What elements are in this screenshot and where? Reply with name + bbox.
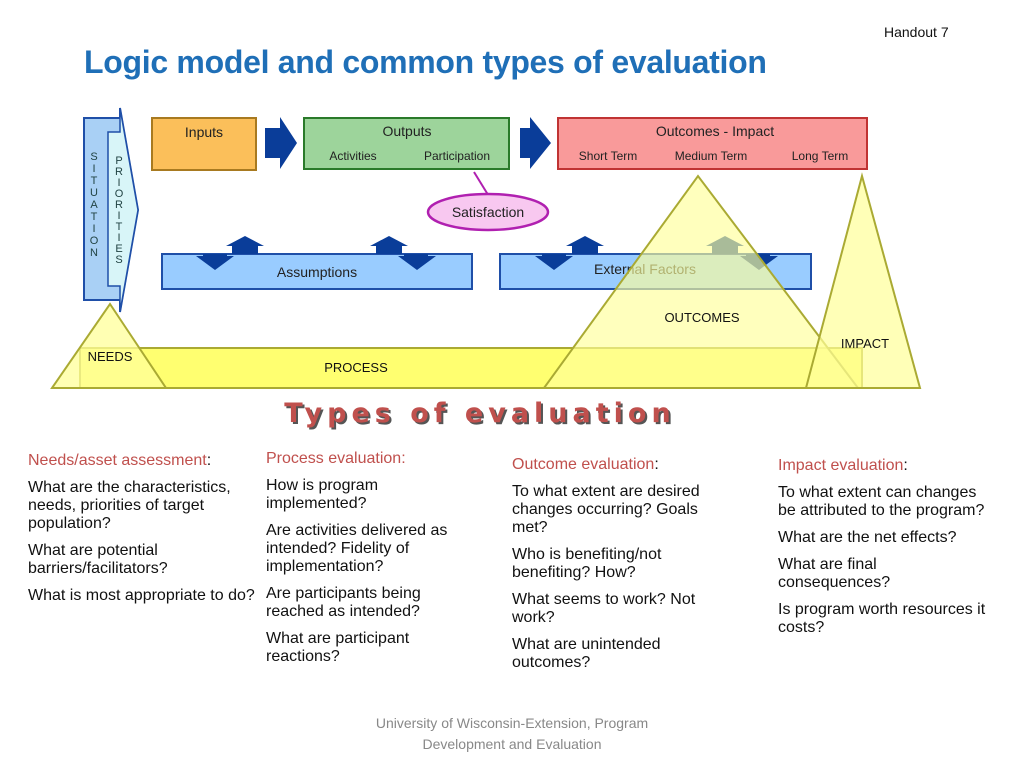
impact-label: IMPACT (841, 336, 889, 351)
types-of-evaluation-heading: Types of evaluation (284, 398, 676, 429)
outcomes-label: OUTCOMES (664, 310, 739, 325)
question: What are the net effects? (778, 529, 957, 546)
participation-label: Participation (424, 149, 490, 163)
inputs-box: Inputs (151, 117, 257, 171)
process-label: PROCESS (324, 360, 388, 375)
medium-term-label: Medium Term (675, 149, 747, 163)
down-arrow-icon (398, 254, 436, 270)
question: To what extent are desired changes occur… (512, 483, 700, 536)
question: To what extent can changes be attributed… (778, 484, 985, 519)
assumptions-box: Assumptions (161, 236, 473, 290)
question: Are activities delivered as intended? Fi… (266, 522, 448, 575)
needs-label: NEEDS (88, 349, 133, 364)
question: Is program worth resources it costs? (778, 601, 986, 636)
question: What are participant reactions? (266, 630, 410, 665)
impact-triangle (804, 172, 922, 389)
column-heading: Process evaluation: (266, 450, 406, 467)
column-heading: Needs/asset assessment: (28, 452, 212, 469)
question: What are unintended outcomes? (512, 636, 661, 671)
satisfaction-bubble: Satisfaction (426, 171, 550, 232)
question: What are final consequences? (778, 556, 891, 591)
assumptions-label: Assumptions (277, 264, 357, 280)
needs-triangle (50, 302, 168, 389)
question: What are the characteristics, needs, pri… (28, 479, 231, 532)
outcome-evaluation-column: Outcome evaluation: To what extent are d… (512, 456, 737, 681)
process-evaluation-column: Process evaluation: How is program imple… (266, 450, 481, 675)
page-title: Logic model and common types of evaluati… (84, 44, 767, 80)
up-arrow-icon (370, 236, 408, 254)
impact-evaluation-column: Impact evaluation: To what extent can ch… (778, 457, 993, 646)
column-heading: Impact evaluation: (778, 457, 908, 474)
down-arrow-icon (196, 254, 234, 270)
short-term-label: Short Term (579, 149, 637, 163)
outputs-label: Outputs (382, 123, 431, 139)
question: What seems to work? Not work? (512, 591, 696, 626)
question: How is program implemented? (266, 477, 379, 512)
needs-assessment-column: Needs/asset assessment: What are the cha… (28, 452, 264, 614)
up-arrow-icon (566, 236, 604, 254)
inputs-label: Inputs (185, 124, 223, 140)
question: What is most appropriate to do? (28, 587, 255, 604)
footer-line-1: University of Wisconsin-Extension, Progr… (375, 715, 649, 731)
footer-line-2: Development and Evaluation (422, 736, 602, 752)
question: Who is benefiting/not benefiting? How? (512, 546, 662, 581)
column-heading: Outcome evaluation: (512, 456, 659, 473)
outcomes-impact-box: Outcomes - Impact Short Term Medium Term… (557, 117, 868, 170)
handout-label: Handout 7 (884, 24, 949, 40)
satisfaction-label: Satisfaction (452, 204, 524, 220)
outputs-box: Outputs Activities Participation (303, 117, 510, 170)
question: What are potential barriers/facilitators… (28, 542, 168, 577)
footer: University of Wisconsin-Extension, Progr… (300, 713, 724, 755)
outcomes-impact-label: Outcomes - Impact (656, 123, 774, 139)
flow-arrow-icon (265, 117, 297, 169)
evaluation-bands: NEEDS PROCESS OUTCOMES IMPACT (50, 172, 922, 389)
activities-label: Activities (329, 149, 376, 163)
long-term-label: Long Term (792, 149, 848, 163)
up-arrow-icon (226, 236, 264, 254)
flow-arrow-icon (520, 117, 551, 169)
question: Are participants being reached as intend… (266, 585, 421, 620)
down-arrow-icon (535, 254, 573, 270)
